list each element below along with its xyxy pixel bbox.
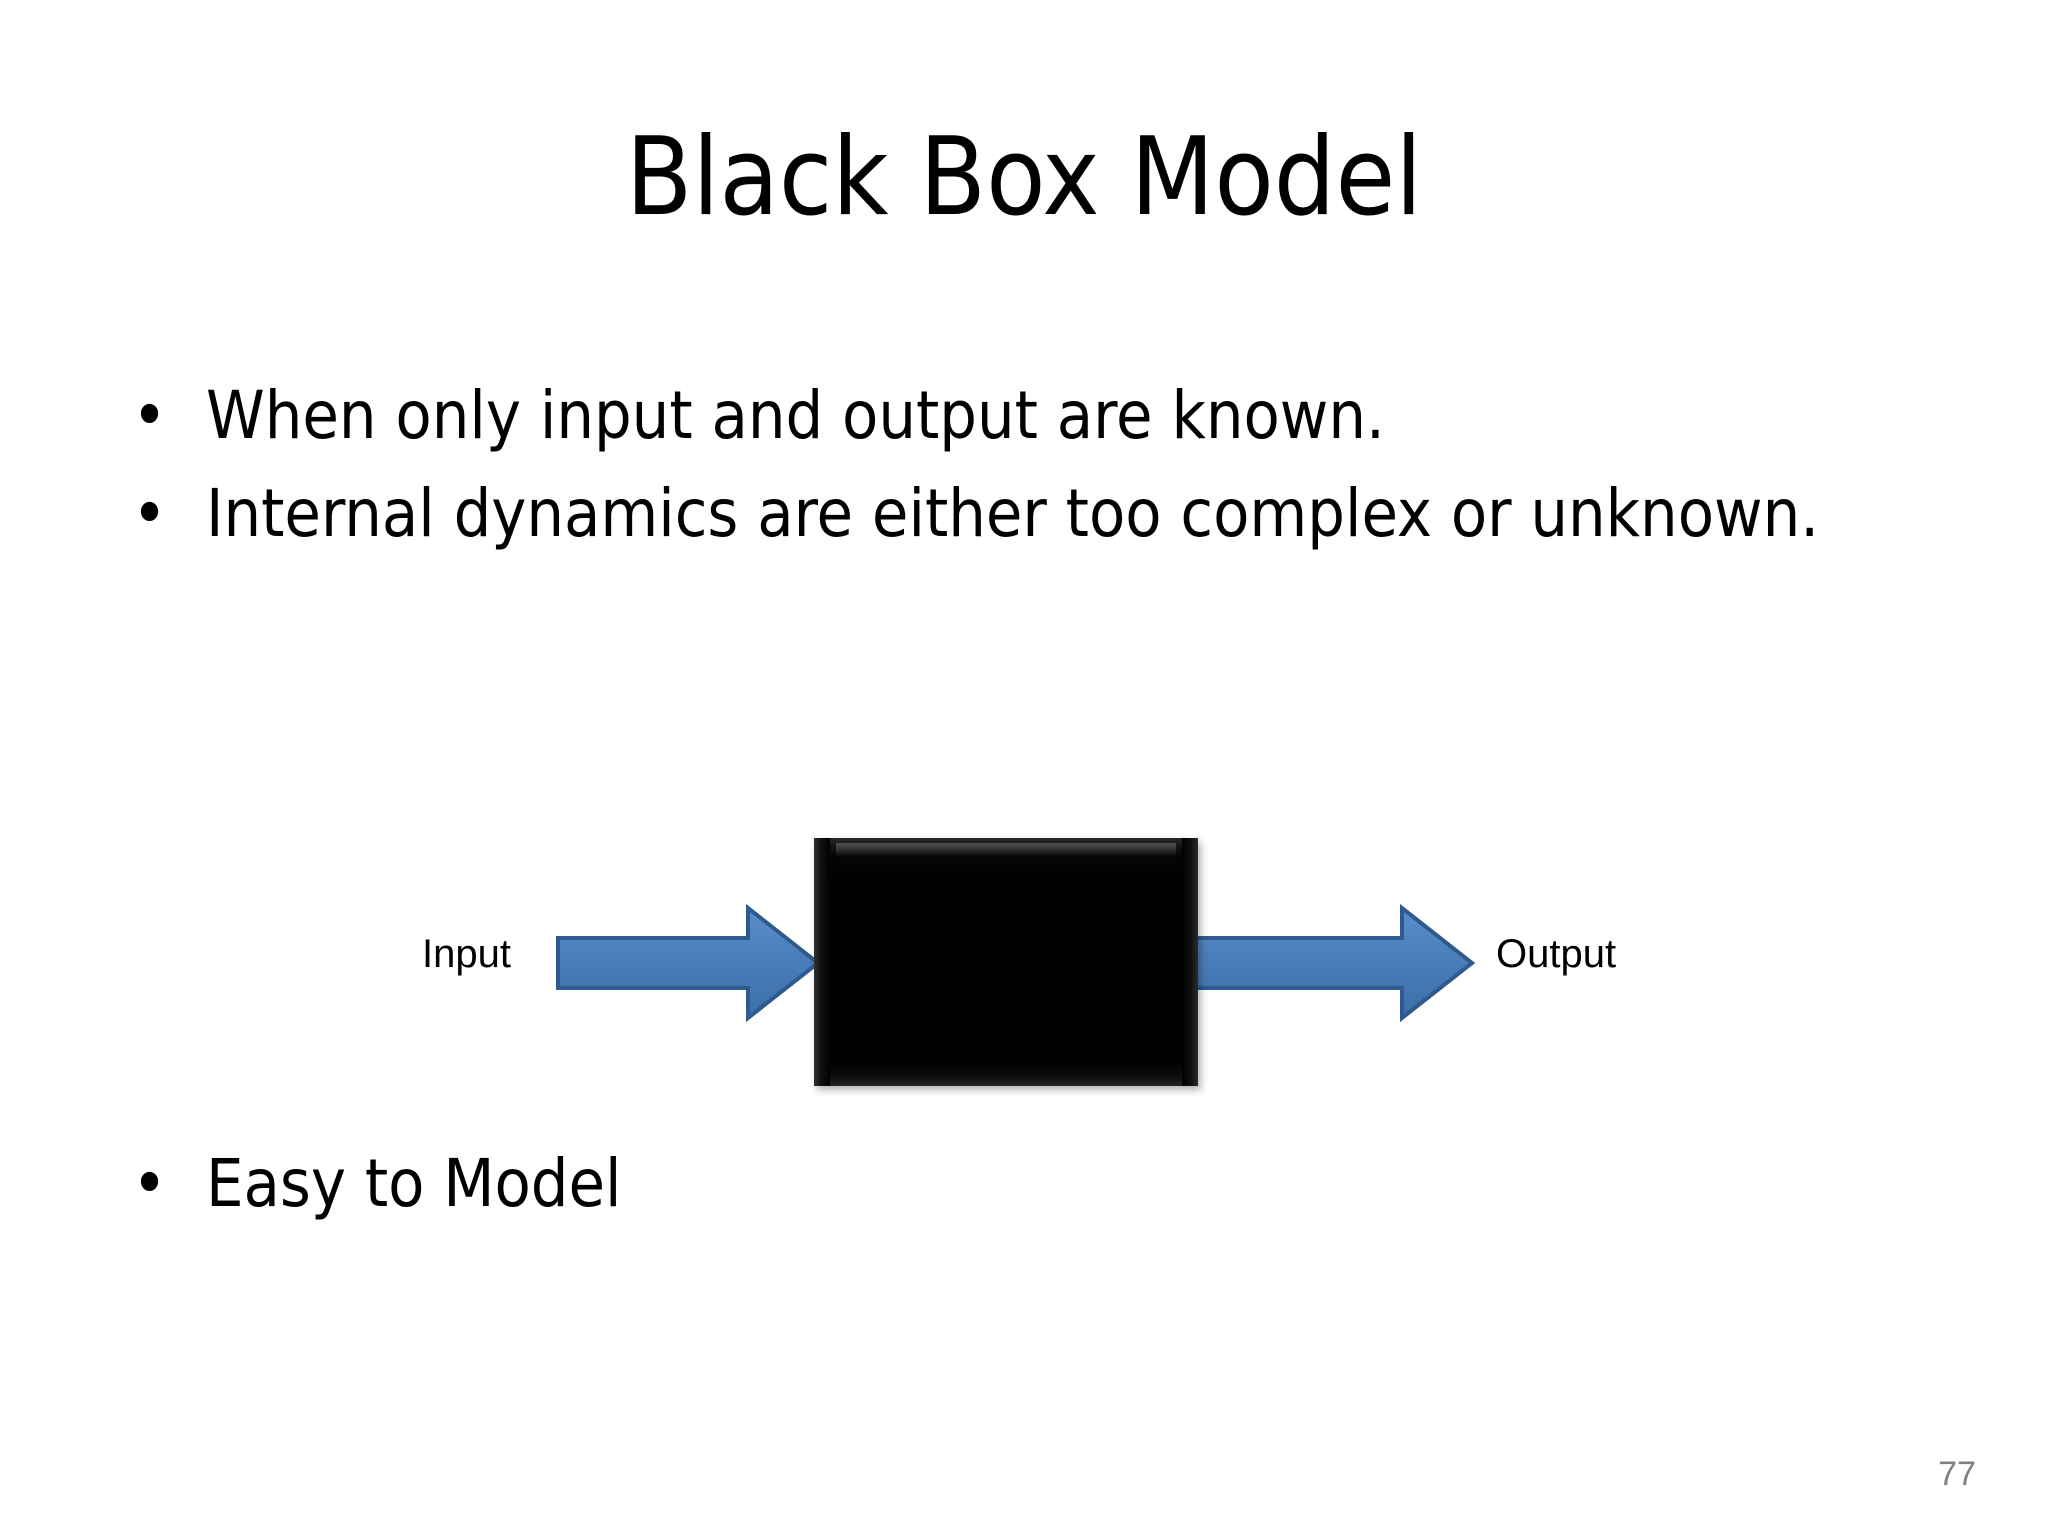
black-box-shape bbox=[814, 838, 1198, 1086]
input-arrow bbox=[556, 903, 822, 1023]
output-arrow bbox=[1192, 903, 1476, 1023]
list-item-label: When only input and output are known. bbox=[206, 377, 1385, 454]
list-item: • When only input and output are known. bbox=[118, 374, 1948, 458]
page-number: 77 bbox=[1938, 1455, 1976, 1493]
input-label: Input bbox=[422, 932, 511, 976]
bullet-marker: • bbox=[132, 377, 168, 454]
list-item-label: Internal dynamics are either too complex… bbox=[206, 475, 1820, 553]
output-label: Output bbox=[1496, 932, 1617, 976]
list-item: • Internal dynamics are either too compl… bbox=[118, 472, 1948, 556]
bullet-marker: • bbox=[132, 1145, 168, 1222]
black-box-diagram bbox=[0, 828, 2048, 1098]
bullet-list: • When only input and output are known. … bbox=[118, 374, 1948, 571]
list-item: • Easy to Model bbox=[118, 1142, 1948, 1226]
black-box-bevel-highlight bbox=[836, 843, 1176, 857]
bullet-marker: • bbox=[132, 475, 168, 553]
list-item-label: Easy to Model bbox=[206, 1145, 622, 1222]
bullet-list-lower: • Easy to Model bbox=[118, 1142, 1948, 1240]
page-title: Black Box Model bbox=[625, 115, 1423, 240]
